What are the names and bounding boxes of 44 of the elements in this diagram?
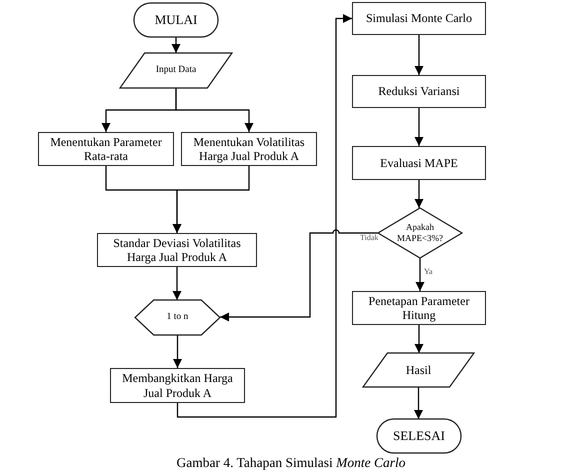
io-parallelogram: [120, 53, 232, 88]
arrow: [414, 325, 424, 353]
terminal-shape: [377, 419, 461, 453]
node-text: Reduksi Variansi: [378, 84, 460, 99]
arrow: [175, 88, 254, 132]
node-text: Standar Deviasi Volatilitas Harga Jual Produk A: [112, 236, 242, 264]
node-text: Penetapan Parameter Hitung: [368, 294, 470, 322]
node-text: Evaluasi MAPE: [380, 156, 458, 170]
node-text: 1 to n: [166, 312, 188, 324]
decision-diamond: [378, 208, 462, 258]
arrow: [414, 108, 424, 146]
arrow: [172, 267, 182, 300]
process-box: [110, 368, 245, 403]
figure-caption: Gambar 4. Tahapan Simulasi Monte Carlo: [175, 455, 407, 471]
arrow: [414, 35, 424, 75]
node-text: Simulasi Monte Carlo: [366, 11, 472, 26]
io-parallelogram: [363, 353, 474, 387]
edge-label: Tidak: [360, 234, 378, 242]
node-text: Menentukan Parameter Rata-rata: [49, 134, 163, 164]
node-text: SELESAI: [393, 428, 445, 444]
process-box: [97, 233, 257, 267]
process-box: [352, 291, 486, 325]
arrow: [176, 14, 352, 418]
node-text: MULAI: [154, 12, 198, 28]
terminal-shape: [134, 3, 218, 37]
arrow: [414, 180, 424, 208]
process-box: [352, 2, 486, 35]
arrow: [172, 166, 250, 233]
loop-hexagon: [135, 300, 220, 335]
arrow: [416, 258, 424, 291]
arrow: [173, 335, 182, 368]
node-text: Membangkitkan Harga Jual Produk A: [121, 371, 234, 400]
process-box: [352, 146, 486, 180]
arrow: [220, 229, 378, 322]
node-text: Apakah MAPE<3%?: [396, 222, 444, 244]
process-box: [181, 132, 317, 166]
arrow: [172, 37, 180, 53]
process-box: [352, 75, 486, 108]
node-text: Menentukan Volatilitas Harga Jual Produk A: [192, 134, 306, 164]
node-text: Hasil: [406, 362, 432, 378]
node-text: Input Data: [156, 64, 196, 76]
edge-label: Ya: [424, 268, 433, 276]
arrow: [414, 387, 423, 419]
process-box: [38, 132, 174, 166]
